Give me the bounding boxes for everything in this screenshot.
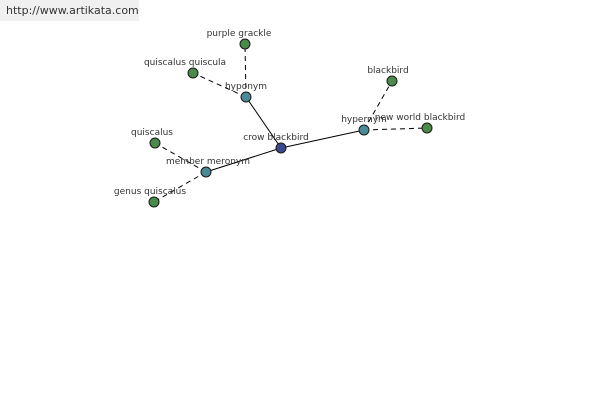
node-label-blackbird: blackbird: [367, 66, 408, 76]
node-label-hyponym: hyponym: [225, 82, 267, 92]
graph-labels: crow blackbird hyponym hypernym member mero…: [114, 29, 465, 197]
node-hypernym[interactable]: [358, 124, 370, 136]
source-url-banner[interactable]: http://www.artikata.com: [0, 0, 139, 21]
node-center[interactable]: [275, 142, 287, 154]
edge-center-member-meronym: [205, 147, 282, 173]
edge-member-meronym-quiscalus: [154, 142, 207, 173]
node-hyponym[interactable]: [240, 91, 252, 103]
graph-nodes: [148, 38, 433, 208]
edge-hypernym-blackbird: [363, 80, 393, 131]
node-quiscalus[interactable]: [149, 137, 161, 149]
edge-hyponym-quiscalus-quiscula: [192, 72, 247, 98]
node-genus-quiscalus[interactable]: [148, 196, 160, 208]
node-label-new-world-blackbird: new world blackbird: [375, 113, 465, 123]
node-label-quiscalus-quiscula: quiscalus quiscula: [144, 58, 226, 68]
node-label-purple-grackle: purple grackle: [207, 29, 272, 39]
edge-hypernym-new-world-blackbird: [363, 127, 428, 131]
edge-member-meronym-genus-quiscalus: [153, 171, 207, 203]
node-label-hypernym: hypernym: [341, 115, 387, 125]
node-new-world-blackbird[interactable]: [421, 122, 433, 134]
graph-edges: [153, 43, 428, 203]
node-blackbird[interactable]: [386, 75, 398, 87]
node-member-meronym[interactable]: [200, 166, 212, 178]
node-label-genus-quiscalus: genus quiscalus: [114, 187, 186, 197]
node-quiscalus-quiscula[interactable]: [187, 67, 199, 79]
node-purple-grackle[interactable]: [239, 38, 251, 50]
node-label-center: crow blackbird: [243, 133, 309, 143]
edge-center-hypernym: [280, 129, 365, 149]
node-label-member-meronym: member meronym: [166, 157, 250, 167]
edge-center-hyponym: [245, 96, 282, 149]
node-label-quiscalus: quiscalus: [131, 128, 173, 138]
